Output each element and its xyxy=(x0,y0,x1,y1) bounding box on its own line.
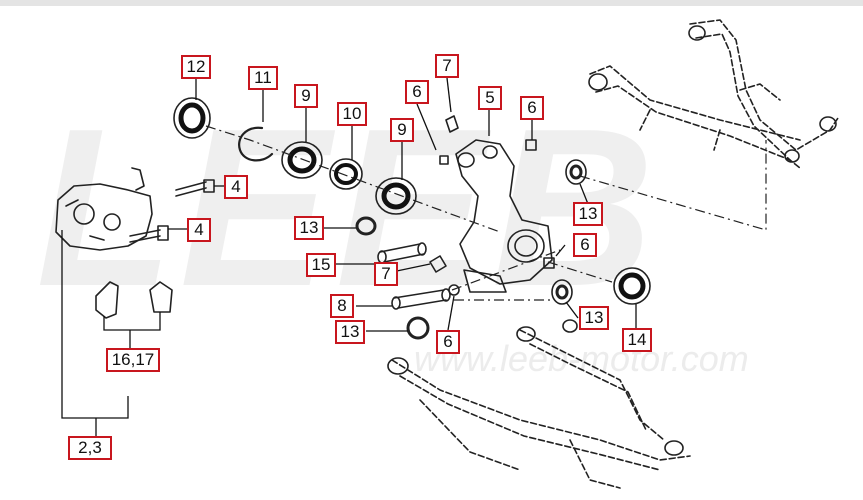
part-5-knuckle xyxy=(455,139,553,293)
callout-4-upper: 4 xyxy=(224,175,248,199)
callout-6-right: 6 xyxy=(573,233,597,257)
part-15-pin xyxy=(377,242,427,264)
callout-leader-lines xyxy=(61,77,637,436)
callout-14: 14 xyxy=(622,328,652,352)
callout-13-left: 13 xyxy=(294,216,324,240)
part-14-seal xyxy=(613,267,651,305)
brake-caliper xyxy=(55,167,153,251)
part-8-pin xyxy=(391,288,451,310)
part-6-nuts xyxy=(439,139,555,296)
part-9-bearing-left xyxy=(281,141,323,179)
callout-6-top-right: 6 xyxy=(520,96,544,120)
lower-arm-bushings xyxy=(387,319,684,456)
callout-16-17: 16,17 xyxy=(106,348,160,372)
callout-5: 5 xyxy=(478,86,502,110)
watermark-logo: LEEB xyxy=(36,112,661,302)
callout-7-top: 7 xyxy=(435,54,459,78)
top-border-strip xyxy=(0,0,863,6)
part-12-seal xyxy=(173,97,211,139)
callout-7-middle: 7 xyxy=(374,262,398,286)
part-11-snap-ring xyxy=(238,126,274,162)
callout-11: 11 xyxy=(248,66,278,90)
upper-arm-bushings xyxy=(588,25,837,163)
callout-9-right: 9 xyxy=(390,118,414,142)
assembly-axis-lines xyxy=(205,125,767,301)
watermark-url: www.leeb-motor.com xyxy=(414,338,749,379)
part-13-washers xyxy=(355,159,587,340)
lower-trailing-arm xyxy=(391,329,691,489)
brake-pads xyxy=(95,281,173,319)
callout-13-bottom: 13 xyxy=(335,320,365,344)
callout-13-right: 13 xyxy=(573,202,603,226)
part-10-race xyxy=(329,158,363,190)
callout-13-lower-right: 13 xyxy=(579,306,609,330)
callout-9-left: 9 xyxy=(294,84,318,108)
callout-8: 8 xyxy=(330,294,354,318)
callout-6-top-left: 6 xyxy=(405,80,429,104)
callout-6-bottom: 6 xyxy=(436,330,460,354)
part-9-bearing-right xyxy=(375,177,417,215)
callout-15: 15 xyxy=(306,253,336,277)
part-7-grease-nipples xyxy=(429,115,459,273)
callout-2-3: 2,3 xyxy=(68,436,112,460)
callout-4-lower: 4 xyxy=(187,218,211,242)
callout-12: 12 xyxy=(181,55,211,79)
upper-control-arm xyxy=(589,19,839,169)
callout-10: 10 xyxy=(337,102,367,126)
